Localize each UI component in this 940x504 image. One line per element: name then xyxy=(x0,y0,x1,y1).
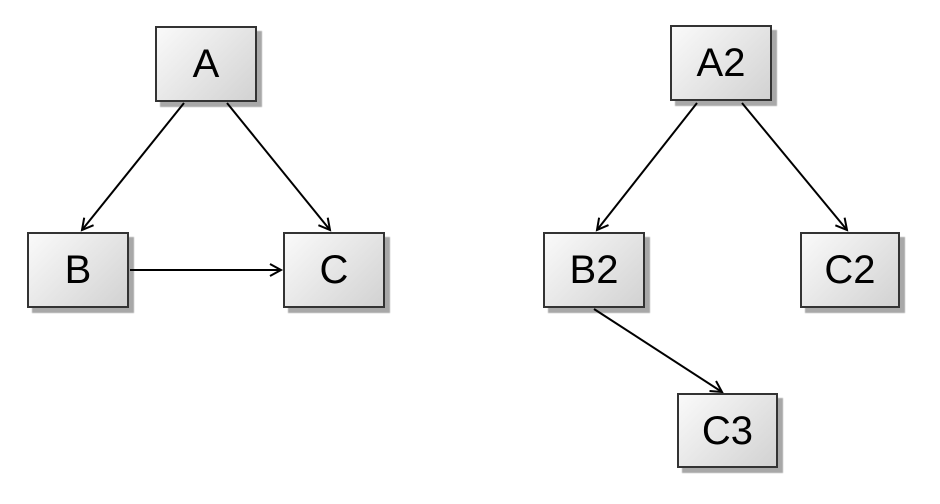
node-C3: C3 xyxy=(677,393,778,468)
edge-A2-B2 xyxy=(595,102,698,232)
node-B: B xyxy=(27,232,129,308)
node-A: A xyxy=(155,26,257,102)
edge-A-C xyxy=(226,102,332,232)
node-label: A xyxy=(192,42,220,86)
edge-B2-C3 xyxy=(593,308,724,394)
edge-A2-C2 xyxy=(741,102,849,232)
node-label: C xyxy=(319,248,349,292)
node-label: C2 xyxy=(824,248,876,292)
node-label: B2 xyxy=(569,248,619,292)
node-label: A2 xyxy=(696,41,746,85)
node-C: C xyxy=(283,232,385,308)
node-C2: C2 xyxy=(800,232,900,308)
node-label: B xyxy=(64,248,92,292)
edge-A-B xyxy=(80,102,185,232)
node-label: C3 xyxy=(701,408,754,453)
node-B2: B2 xyxy=(543,232,645,308)
node-A2: A2 xyxy=(670,25,772,101)
